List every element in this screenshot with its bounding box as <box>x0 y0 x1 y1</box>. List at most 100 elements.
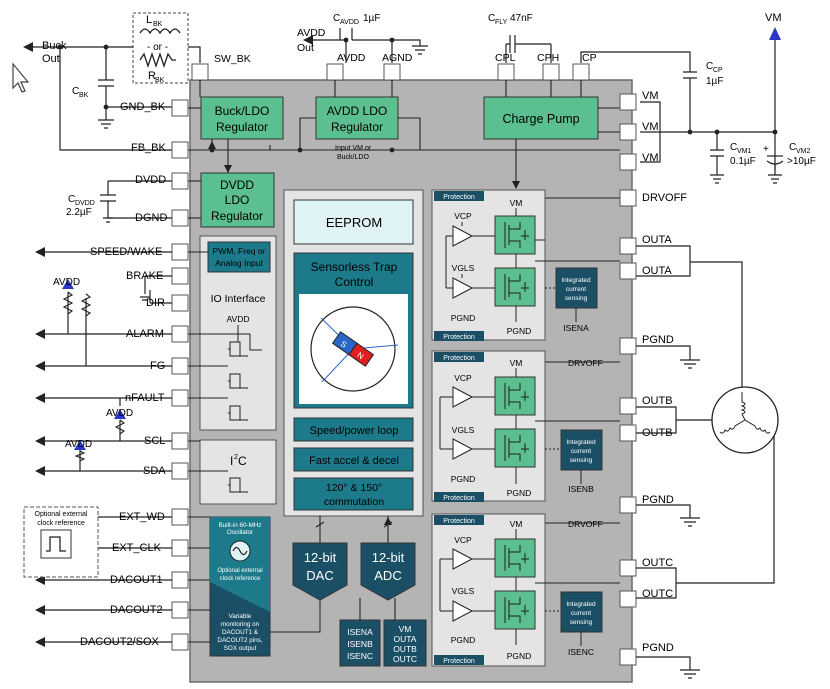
mouse-cursor-icon <box>12 62 30 93</box>
var-mon-2: monitoring on <box>221 621 260 628</box>
drvoff-c-label: DRVOFF <box>568 519 603 529</box>
gnd-bk-label: GND_BK <box>120 101 166 113</box>
cs-b-2: current <box>571 448 591 455</box>
cbk-sub: BK <box>79 92 89 99</box>
magnet-n: N <box>355 351 365 362</box>
charge-pump-label: Charge Pump <box>502 112 579 126</box>
mosfet-glyphs <box>504 222 529 623</box>
input-note-2: Buck/LDO <box>337 154 369 161</box>
i2c-label: I <box>230 454 233 468</box>
vmo-3: OUTB <box>393 644 417 654</box>
dacout2-label: DACOUT2 <box>110 604 163 616</box>
phase-b-vm: VM <box>510 358 523 368</box>
avdd-out-label-2: Out <box>297 42 314 54</box>
io-transistors <box>188 251 262 421</box>
protection-c-top: Protection <box>443 518 475 525</box>
charge-pump-block <box>483 96 599 140</box>
cs-c-3: sensing <box>570 619 593 626</box>
brake-label: BRAKE <box>126 270 163 282</box>
io-avdd-label: AVDD <box>227 314 250 324</box>
phase-a-vm: VM <box>510 198 523 208</box>
adc-label-2: ADC <box>374 568 401 583</box>
pgnd-pin-3: PGND <box>642 642 674 654</box>
avdd-pullup-label: AVDD <box>53 277 80 288</box>
phase-a-vcp: VCP <box>454 211 472 221</box>
dac-block <box>292 542 348 601</box>
sine-wave <box>232 546 248 556</box>
avdd-pin-label: AVDD <box>337 52 366 64</box>
ext-clk-label: EXT_CLK <box>112 542 162 554</box>
phase-c-pgnd-2: PGND <box>507 651 532 661</box>
phase-b-vgls: VGLS <box>452 425 475 435</box>
isenb-label: ISENB <box>568 484 594 494</box>
isen-input-3: ISENC <box>347 651 373 661</box>
avdd-scl-label: AVDD <box>106 408 133 419</box>
protection-b-top: Protection <box>443 355 475 362</box>
buck-ldo-regulator-block <box>200 96 284 140</box>
outa-pin-2: OUTA <box>642 265 672 277</box>
var-mon-4: DACOUT2 pins, <box>217 637 262 644</box>
pullup-resistors <box>62 291 126 462</box>
rotor-circle <box>310 306 396 392</box>
avdd-pullup-arrows <box>62 279 126 450</box>
alarm-label: ALARM <box>126 328 164 340</box>
isen-input-1: ISENA <box>347 627 373 637</box>
phase-b-vcp: VCP <box>454 373 472 383</box>
vm-pin-3: VM <box>642 152 659 164</box>
phase-wiring <box>439 197 620 646</box>
phase-a-pgnd-2: PGND <box>507 326 532 336</box>
cfly-value: 47nF <box>510 13 533 24</box>
osc-top-region <box>210 517 270 612</box>
left-arrowheads <box>35 247 45 647</box>
osc-ref-label-1: Optional external <box>35 511 88 518</box>
cavdd-label: C <box>333 13 340 24</box>
phase-c-vcp: VCP <box>454 535 472 545</box>
fg-label: FG <box>150 360 165 372</box>
phase-c-driver: Protection Protection VM VCP VGLS PGND P… <box>431 513 603 667</box>
avdd-sda-label: AVDD <box>65 439 92 450</box>
ccp-label: C <box>706 61 713 72</box>
commutation-label-1: 120° & 150° <box>326 482 382 494</box>
buck-ldo-label-1: Buck/LDO <box>215 104 270 118</box>
bldc-motor-icon <box>711 386 779 454</box>
protection-c-bottom: Protection <box>443 658 475 665</box>
i2c-transistor <box>188 440 248 493</box>
cs-a-1: Integrated <box>561 277 591 284</box>
isenc-label: ISENC <box>568 647 594 657</box>
sw-bk-label: SW_BK <box>214 53 251 65</box>
dir-label: DIR <box>146 297 165 309</box>
arrow-down-dvdd <box>224 165 232 173</box>
phase-c-pgnd-1: PGND <box>451 635 476 645</box>
reg-wires <box>188 80 620 219</box>
lbk-sub: BK <box>153 21 163 28</box>
avdd-out-label: AVDD <box>297 27 326 39</box>
dac-label-2: DAC <box>306 568 333 583</box>
osc-ref-label-2: clock reference <box>37 520 85 527</box>
osc-opt-2: clock reference <box>220 576 261 582</box>
drvoff-b-label: DRVOFF <box>568 358 603 368</box>
eeprom-block <box>293 199 414 245</box>
sda-label: SDA <box>143 465 166 477</box>
isena-label: ISENA <box>563 323 589 333</box>
sensorless-label-1: Sensorless Trap <box>311 260 398 274</box>
dacout2-sox-label: DACOUT2/SOX <box>80 636 160 648</box>
avdd-ldo-label-1: AVDD LDO <box>327 104 387 118</box>
outa-pin-1: OUTA <box>642 234 672 246</box>
isen-input-2: ISENB <box>347 639 373 649</box>
commutation-block <box>293 477 414 511</box>
adc-label-1: 12-bit <box>372 550 405 565</box>
pgnd-pin-2: PGND <box>642 494 674 506</box>
vmo-2: OUTA <box>394 634 417 644</box>
cvm1-value: 0.1µF <box>730 156 756 167</box>
dac-label-1: 12-bit <box>304 550 337 565</box>
var-mon-5: SOX output <box>224 645 257 652</box>
fast-accel-label: Fast accel & decel <box>309 455 399 467</box>
phase-b-pgnd-2: PGND <box>507 488 532 498</box>
vm-pin-1: VM <box>642 90 659 102</box>
protection-a-top: Protection <box>443 194 475 201</box>
buck-out-arrow-icon <box>23 42 33 52</box>
vmo-1: VM <box>399 624 412 634</box>
cavdd-value: 1µF <box>363 13 380 24</box>
adc-arrow <box>384 517 392 525</box>
